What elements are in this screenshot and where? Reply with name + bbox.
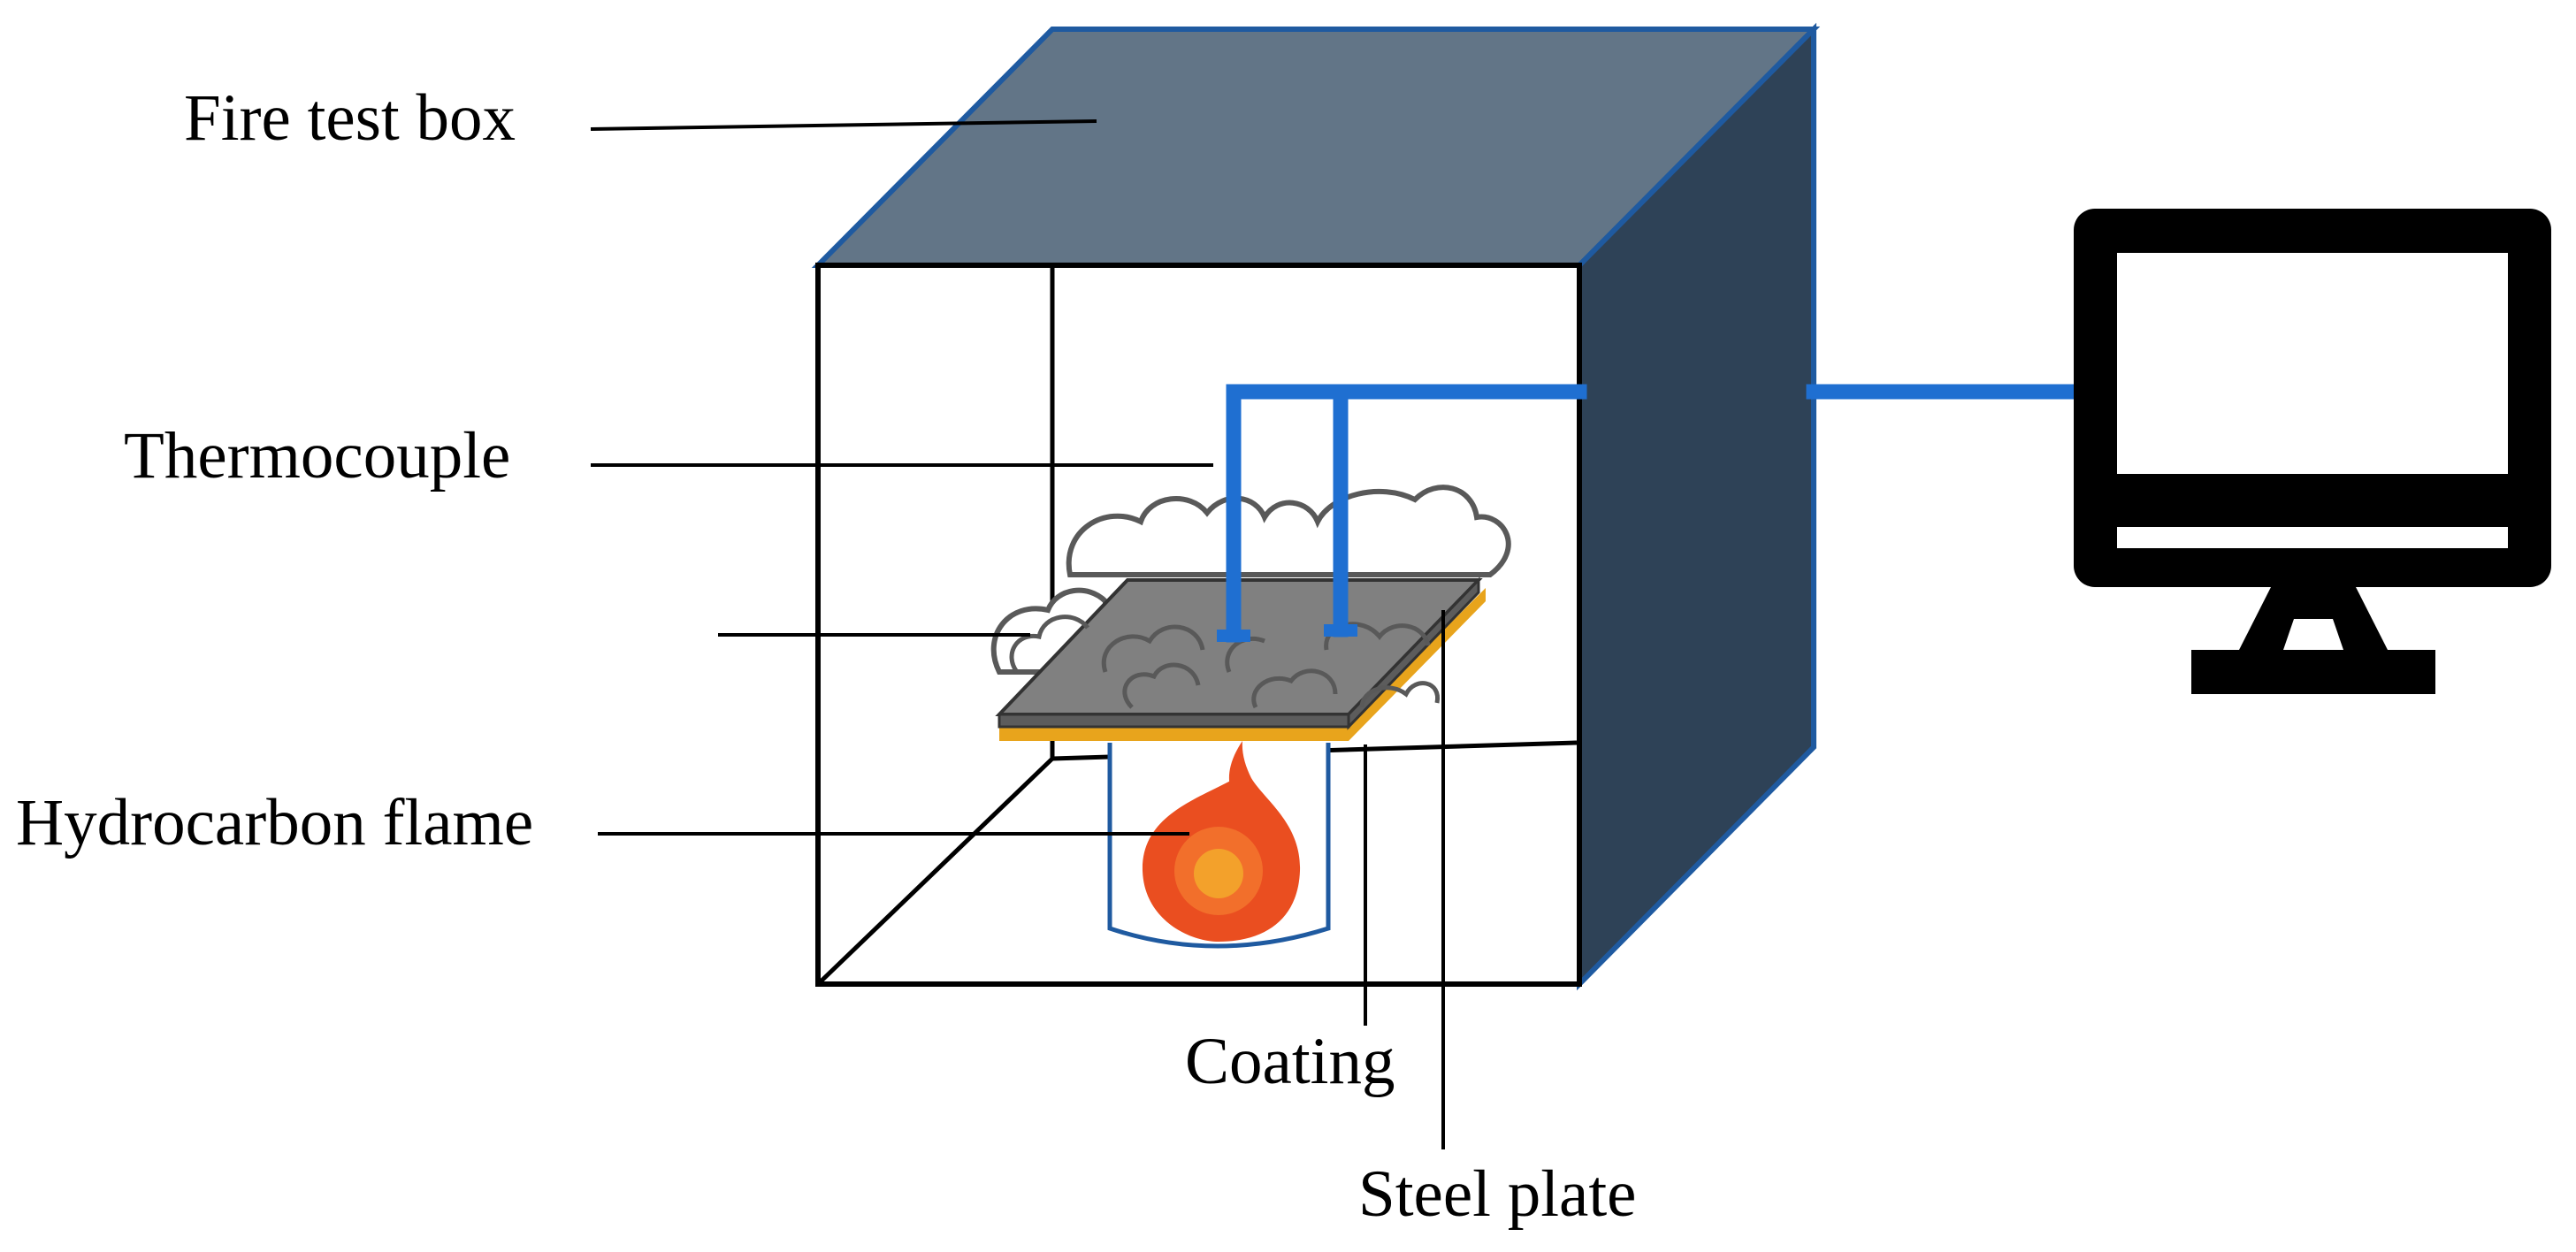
label-steel-plate: Steel plate	[1358, 1157, 1636, 1231]
thermocouple-wire-1	[1226, 384, 1587, 643]
flame-icon	[1142, 741, 1301, 942]
box-front-frame	[815, 263, 1582, 987]
leader-fire-test-box	[590, 119, 1097, 131]
label-hydrocarbon-flame: Hydrocarbon flame	[16, 786, 533, 859]
burner	[1107, 741, 1331, 949]
thermocouple	[1226, 384, 2082, 643]
label-coating: Coating	[1185, 1025, 1395, 1098]
box-floor-diagonal-edge	[816, 757, 1054, 986]
label-fire-test-box: Fire test box	[184, 81, 516, 155]
thermocouple-tips	[1217, 624, 1357, 642]
label-thermocouple: Thermocouple	[124, 419, 510, 492]
fire-test-box	[811, 22, 1821, 991]
smoke-cloud-icon	[990, 485, 1511, 675]
steel-plate-edge	[998, 713, 1350, 729]
computer-monitor-icon	[2074, 209, 2551, 694]
smoke-wisps	[1009, 615, 1440, 709]
